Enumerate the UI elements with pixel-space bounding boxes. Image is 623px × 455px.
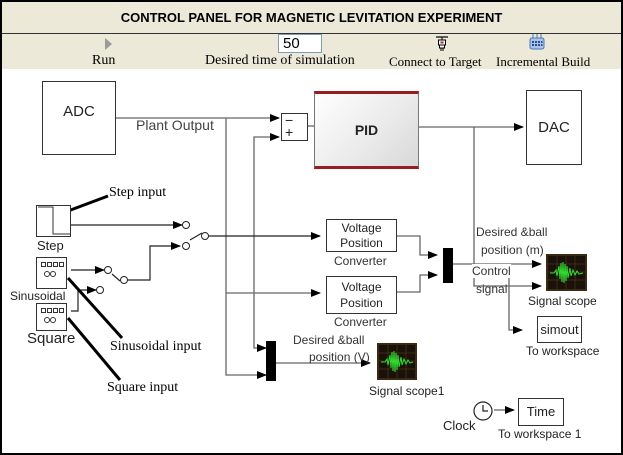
square-output-line [71,290,79,312]
incremental-build-label[interactable]: Incremental Build [496,54,591,69]
step-input-annotation: Step input [109,185,167,200]
digit-square [53,262,58,267]
connect-target-label[interactable]: Connect to Target [389,54,482,69]
reference-to-mux2-line [253,237,267,352]
mux-bar-2 [266,341,276,381]
mux-bar-1 [443,248,453,283]
sum-plus-sign: + [285,124,294,140]
generator-circle [44,317,50,323]
digit-square [41,262,46,267]
sim-time-label: Desired time of simulation [205,53,355,68]
run-label[interactable]: Run [92,53,116,68]
switch2-arm [111,273,121,282]
clock-label: Clock [443,418,476,433]
step-block[interactable] [36,205,71,237]
desired-position-v-label-line2: position (V) [309,350,370,364]
signal-scope1-label: Signal scope1 [369,384,445,398]
control-signal-to-scope-line [473,127,542,290]
signal-scope-block[interactable] [546,254,587,291]
step-annotation-leader [67,194,109,213]
signal-scope1-block[interactable] [377,343,417,380]
desired-position-v-label-line1: Desired &ball [293,333,365,347]
scope1-waveform-icon [379,345,415,378]
digit-square [59,308,64,313]
generator-circle [50,317,56,323]
digit-square [47,262,52,267]
toolbar-labels-bar [2,55,621,69]
control-signal-label-line2: signal [476,282,508,296]
clock-icon[interactable] [472,400,494,422]
voltage-position-converter-2[interactable]: Voltage Position [326,276,397,314]
simout-label: To workspace [526,344,600,358]
digit-square [41,308,46,313]
generator-circle [44,271,50,277]
converter1-label: Converter [334,254,387,268]
scope-waveform-icon [548,256,585,289]
window-title: CONTROL PANEL FOR MAGNETIC LEVITATION EX… [2,2,621,34]
square-block-label: Square [27,330,76,347]
step-waveform-icon [38,206,70,235]
play-icon[interactable] [105,38,112,50]
step-block-label: Step [37,238,64,253]
time-block[interactable]: Time [518,398,564,426]
sin-annotation-leader [66,276,124,340]
time-workspace-label: To workspace 1 [498,427,582,441]
incremental-build-icon[interactable] [528,33,546,53]
desired-position-m-label-line1: Desired &ball [476,225,548,239]
dac-block[interactable]: DAC [526,90,582,165]
digit-square [59,262,64,267]
signal-scope-label: Signal scope [528,294,597,308]
conv1-to-mux-line [397,235,438,259]
conv2-to-mux-line [397,271,438,293]
converter1-line2: Position [340,236,383,250]
square-input-annotation: Square input [107,380,179,395]
voltage-position-converter-1[interactable]: Voltage Position [326,219,397,252]
pid-block[interactable]: PID [314,91,419,169]
plant-output-label: Plant Output [136,117,214,133]
to-simout-line [508,270,523,334]
generator-circle [50,271,56,277]
digit-square [47,308,52,313]
converter2-line2: Position [340,296,383,310]
switch-contact-2 [182,242,190,250]
sum-minus-sign: − [285,112,294,128]
converter2-line1: Voltage [341,280,382,294]
sum-block[interactable]: − + [281,113,308,141]
switch2-contact-2 [96,286,104,294]
converter2-label: Converter [334,315,387,329]
simout-block[interactable]: simout [537,316,582,343]
plant-output-branch [225,118,267,379]
simulation-time-input[interactable] [278,34,322,53]
square-block[interactable] [36,303,67,331]
converter1-line1: Voltage [341,221,382,235]
connect-plug-icon[interactable] [434,35,450,53]
switch2-output-contact [120,276,128,284]
sinusoidal-block[interactable] [36,257,67,289]
sinusoidal-input-annotation: Sinusoidal input [110,339,202,354]
square-annotation-leader [66,317,122,381]
switch2-to-switch-line [124,242,181,281]
switch-contact-1 [182,221,190,229]
switch-output-contact [201,232,209,240]
desired-position-m-label-line2: position (m) [481,243,544,257]
reference-to-sum-line [253,133,280,237]
switch-arm [189,232,203,241]
sinusoidal-block-label: Sinusoidal [10,289,66,303]
digit-square [53,308,58,313]
control-signal-label-line1: Control [472,264,511,278]
adc-block[interactable]: ADC [42,81,116,155]
switch2-contact-1 [104,266,112,274]
